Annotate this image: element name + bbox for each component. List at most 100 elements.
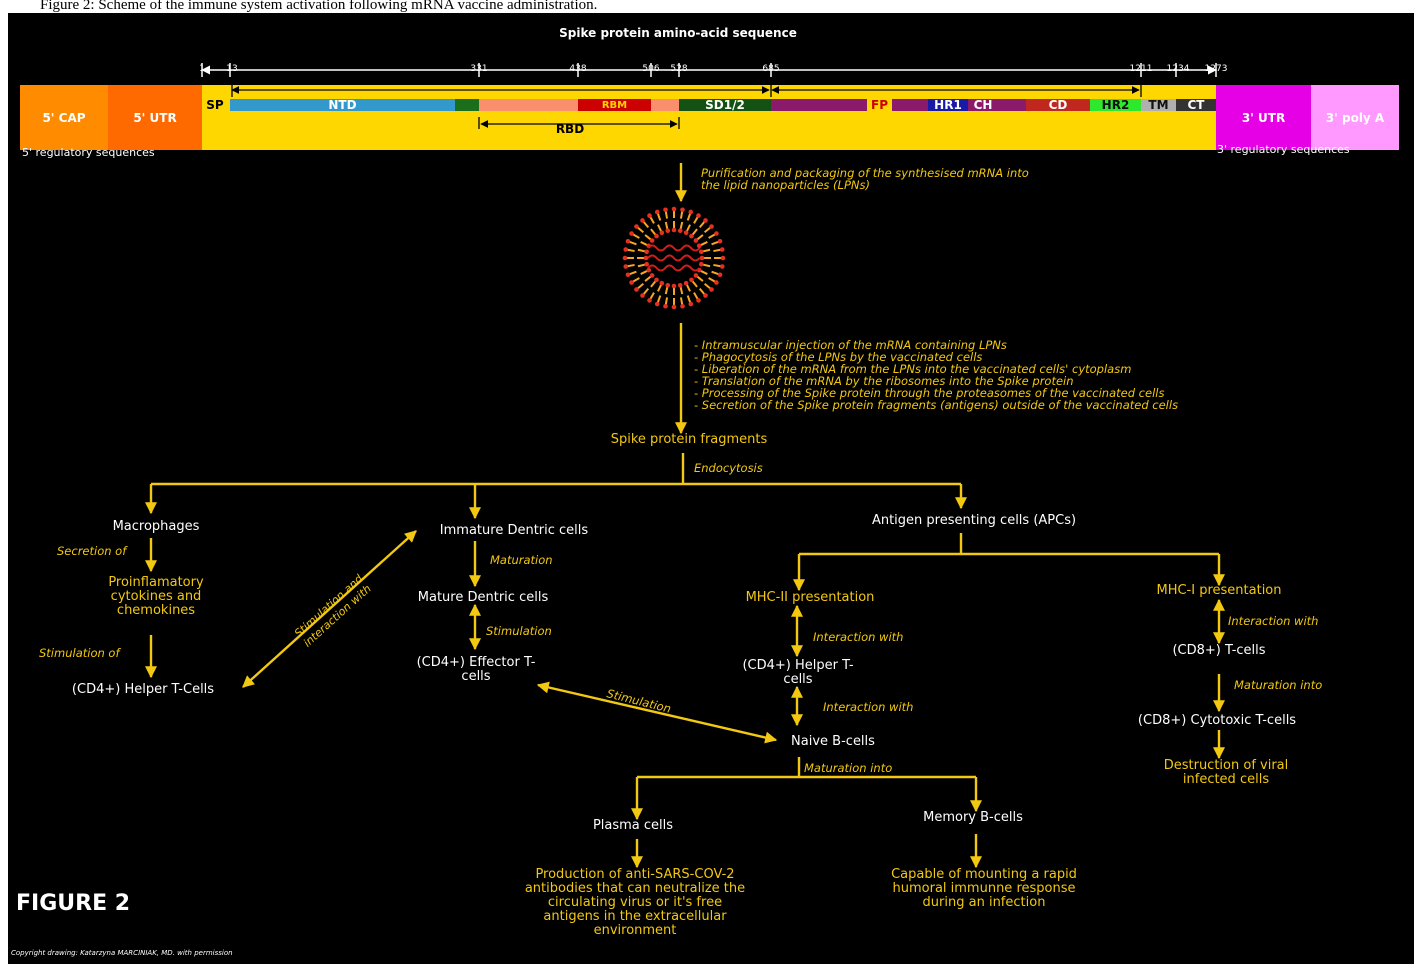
mrna-strand — [647, 244, 701, 252]
lipid-tail — [640, 241, 649, 247]
node-mhc2: MHC-II presentation — [745, 590, 875, 605]
lipid-head — [659, 280, 665, 286]
arrow-stimulation-diag — [536, 681, 778, 744]
lipid-tail — [696, 234, 704, 241]
lipid-head — [696, 213, 701, 218]
lipid-tail — [649, 215, 655, 224]
lipid-head — [649, 238, 655, 243]
lipid-head — [688, 301, 694, 307]
lipid-head — [654, 277, 659, 283]
lipid-tail — [679, 297, 684, 306]
tick-label: 13 — [226, 64, 238, 74]
tick-label: 1234 — [1166, 64, 1190, 74]
diagram-title: Spike protein amino-acid sequence — [559, 26, 797, 40]
mrna-strand — [647, 264, 701, 272]
lipid-tail — [631, 233, 640, 239]
regulatory-5-label: 5' regulatory sequences — [22, 146, 155, 159]
lipid-head — [677, 228, 683, 234]
injection-step: - Liberation of the mRNA from the LPNs i… — [694, 362, 1132, 376]
label-interaction-with-2: Interaction with — [823, 700, 914, 714]
lipid-head — [696, 243, 702, 249]
lipid-tail — [702, 263, 711, 268]
domain-s2-start — [771, 99, 867, 111]
lipid-tail — [686, 295, 692, 304]
lipid-tail — [685, 224, 691, 233]
segment-coding-sequence — [202, 85, 1216, 150]
lipid-head — [696, 298, 701, 303]
tick-label: 685 — [762, 64, 780, 74]
label-secretion-of: Secretion of — [57, 544, 127, 558]
lipid-head — [623, 247, 629, 252]
injection-step: - Secretion of the Spike protein fragmen… — [694, 398, 1179, 412]
lipid-tail — [698, 220, 706, 229]
lipid-head — [698, 261, 704, 267]
lipid-head — [719, 264, 725, 269]
arrow-stim-interaction — [242, 530, 417, 688]
domain-tm: TM — [1141, 98, 1176, 112]
lipid-head — [665, 282, 671, 288]
figure-label: FIGURE 2 — [16, 891, 131, 916]
lipid-tail — [708, 233, 717, 239]
domain-rbd-core-right — [651, 99, 679, 111]
lipid-head — [699, 255, 705, 261]
lipid-tail — [626, 263, 635, 268]
injection-step: - Processing of the Spike protein throug… — [694, 386, 1165, 400]
lipid-head — [680, 303, 685, 309]
lipid-head — [709, 224, 714, 229]
step-purification: Purification and packaging of the synthe… — [701, 166, 1029, 192]
label-interaction-with-3: Interaction with — [1228, 614, 1319, 628]
lipid-head — [649, 273, 655, 278]
lipid-head — [654, 233, 659, 239]
lipid-tail — [708, 277, 717, 283]
injection-step: - Intramuscular injection of the mRNA co… — [694, 338, 1007, 352]
lipid-tail — [711, 240, 720, 246]
mrna-strand — [647, 254, 701, 262]
lipid-head — [629, 231, 634, 236]
lipid-tail — [699, 241, 708, 247]
tick-label: 1 — [199, 64, 205, 74]
lipid-tail — [685, 283, 691, 292]
lipid-tail — [642, 287, 650, 296]
node-helper-t-mid: (CD4+) Helper T-cells — [742, 658, 854, 687]
lipid-tail — [649, 292, 655, 301]
lipid-tail — [664, 210, 669, 219]
domain-fp: FP — [871, 98, 888, 112]
lipid-head — [703, 293, 708, 298]
lipid-head — [688, 209, 694, 215]
connector-layer — [145, 63, 1225, 869]
domain-sp: SP — [206, 98, 224, 112]
region-rbd: RBD — [555, 122, 585, 136]
tick-label: 438 — [569, 64, 587, 74]
lipid-tail — [699, 269, 708, 275]
lipid-tail — [691, 228, 698, 236]
lipid-head — [717, 272, 723, 278]
lipid-tail — [657, 224, 663, 233]
lipid-head — [671, 304, 677, 310]
lipid-nanoparticle — [622, 206, 726, 310]
region-s1: S1 — [501, 74, 521, 89]
node-mhc1: MHC-I presentation — [1156, 583, 1282, 598]
label-maturation: Maturation — [490, 553, 553, 567]
lipid-tail — [679, 286, 684, 295]
lipid-tail — [636, 226, 645, 234]
lipid-tail — [637, 248, 646, 253]
tick-label: 331 — [470, 64, 488, 74]
lipid-head — [714, 231, 719, 236]
label-stimulation-of: Stimulation of — [39, 646, 120, 660]
lipid-tail — [696, 275, 704, 282]
lipid-head — [643, 255, 649, 261]
lipid-tail — [691, 280, 698, 288]
node-plasma: Plasma cells — [592, 818, 674, 833]
domain-fp-hr1-linker — [892, 99, 928, 111]
node-destruction: Destruction of viral infected cells — [1163, 758, 1289, 787]
regulatory-3-label: 3' regulatory sequences — [1217, 143, 1350, 156]
lipid-head — [709, 287, 714, 292]
lipid-head — [720, 255, 726, 261]
lipid-tail — [686, 212, 692, 221]
node-naive-b: Naive B-cells — [791, 734, 875, 749]
node-cytotoxic: (CD8+) Cytotoxic T-cells — [1137, 713, 1297, 728]
node-mature-dc: Mature Dentric cells — [417, 590, 549, 605]
lipid-head — [625, 238, 631, 244]
lipid-head — [634, 224, 639, 229]
lipid-tail — [711, 270, 720, 276]
